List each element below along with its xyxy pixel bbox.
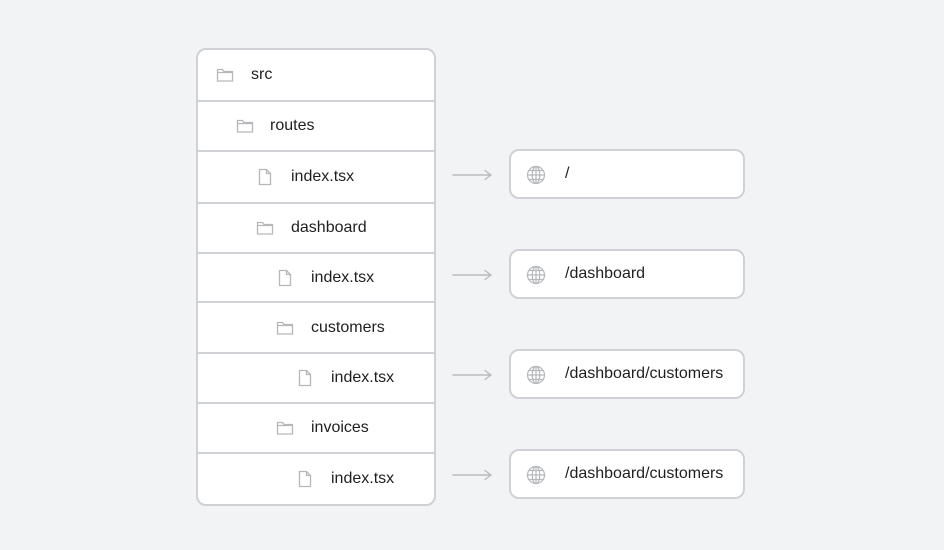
folder-icon	[216, 66, 234, 84]
tree-item-label: src	[251, 66, 273, 83]
file-tree: src routes index.tsx dashboard index.tsx…	[196, 48, 436, 506]
arrow-right-icon	[452, 369, 494, 381]
tree-item-invoices-index[interactable]: index.tsx	[198, 452, 434, 504]
tree-item-invoices[interactable]: invoices	[198, 402, 434, 452]
route-path: /dashboard/customers	[565, 365, 724, 382]
route-box-root[interactable]: /	[509, 149, 745, 199]
tree-item-routes[interactable]: routes	[198, 100, 434, 150]
folder-icon	[276, 319, 294, 337]
tree-item-label: invoices	[311, 419, 369, 436]
tree-item-label: index.tsx	[331, 470, 395, 487]
globe-icon	[526, 265, 546, 285]
route-path: /dashboard	[565, 265, 646, 282]
route-box-invoices[interactable]: /dashboard/customers	[509, 449, 745, 499]
tree-item-dashboard[interactable]: dashboard	[198, 202, 434, 252]
tree-item-customers-index[interactable]: index.tsx	[198, 352, 434, 402]
globe-icon	[526, 365, 546, 385]
route-box-customers[interactable]: /dashboard/customers	[509, 349, 745, 399]
arrow-right-icon	[452, 469, 494, 481]
route-path: /	[565, 165, 570, 182]
folder-icon	[236, 117, 254, 135]
arrow-right-icon	[452, 169, 494, 181]
tree-item-label: routes	[270, 117, 315, 134]
tree-item-label: index.tsx	[311, 268, 375, 286]
file-icon	[296, 470, 314, 488]
route-path: /dashboard/customers	[565, 465, 724, 482]
folder-icon	[256, 219, 274, 237]
tree-item-routes-index[interactable]: index.tsx	[198, 150, 434, 202]
tree-item-label: index.tsx	[331, 369, 395, 386]
file-icon	[256, 168, 274, 186]
arrow-right-icon	[452, 269, 494, 281]
folder-icon	[276, 419, 294, 437]
tree-item-label: customers	[311, 318, 385, 336]
tree-item-label: dashboard	[291, 219, 367, 236]
tree-item-src[interactable]: src	[198, 50, 434, 100]
file-icon	[276, 269, 294, 287]
tree-item-dashboard-index[interactable]: index.tsx	[198, 252, 434, 301]
tree-item-label: index.tsx	[291, 168, 355, 185]
globe-icon	[526, 465, 546, 485]
tree-item-customers[interactable]: customers	[198, 301, 434, 352]
route-box-dashboard[interactable]: /dashboard	[509, 249, 745, 299]
globe-icon	[526, 165, 546, 185]
file-icon	[296, 369, 314, 387]
